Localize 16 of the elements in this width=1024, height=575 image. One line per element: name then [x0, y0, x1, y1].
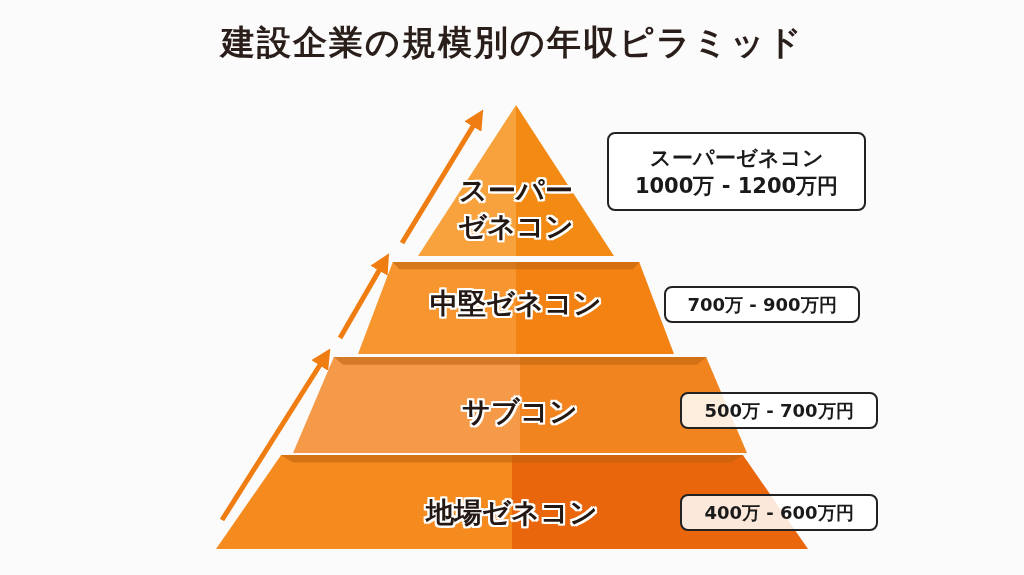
tier-label: サブコン [462, 395, 578, 428]
diagram-title: 建設企業の規模別の年収ピラミッド [220, 21, 804, 64]
salary-range: 1000万 - 1200万円 [634, 172, 839, 200]
salary-range: 700万 - 900万円 [687, 292, 837, 317]
salary-range: 500万 - 700万円 [704, 398, 854, 423]
salary-range: 400万 - 600万円 [704, 500, 854, 525]
pyramid-tier [358, 262, 674, 354]
tier-label: スーパーゼネコン [458, 174, 574, 243]
salary-box [680, 392, 878, 429]
salary-box [664, 286, 860, 323]
box-heading: スーパーゼネコン [649, 144, 824, 172]
salary-box [607, 132, 866, 211]
pyramid-tier [418, 105, 614, 256]
tier-label: 地場ゼネコン [426, 496, 598, 529]
salary-box [680, 494, 878, 531]
tier-label: 中堅ゼネコン [430, 287, 602, 320]
